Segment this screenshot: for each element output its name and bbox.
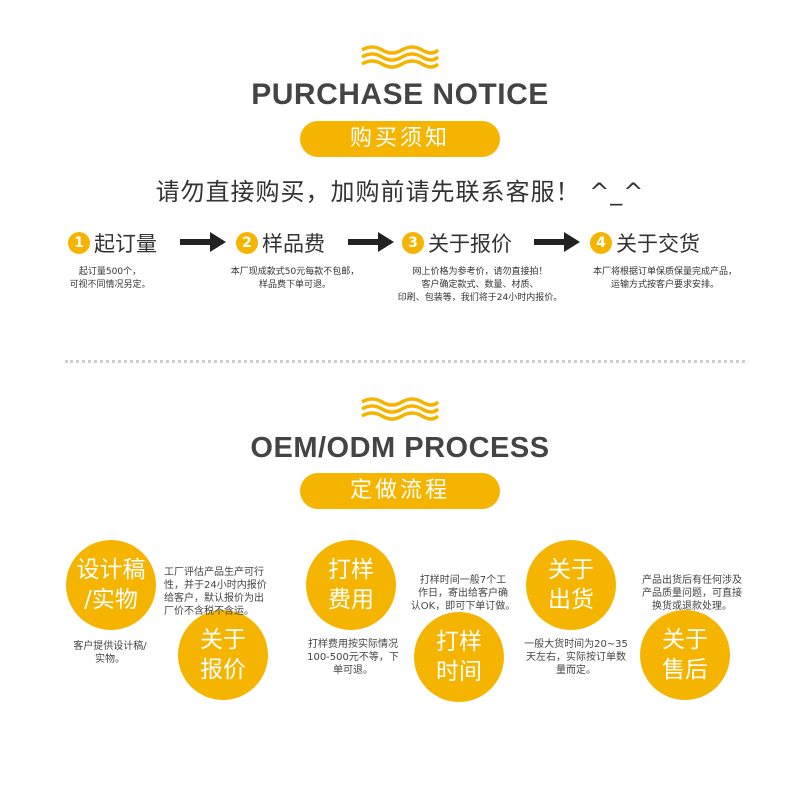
oem-process-pill: 定做流程 (300, 473, 500, 509)
arrow-right-icon (534, 232, 580, 252)
step-3-label: 关于报价 (428, 232, 512, 256)
step-3-number-icon: 3 (402, 232, 424, 254)
section-divider (65, 360, 745, 363)
step-4-number-icon: 4 (590, 232, 612, 254)
process-circle-after-sales: 关于 售后 (640, 610, 730, 700)
process-note-design: 客户提供设计稿/ 实物。 (73, 641, 147, 665)
process-note-quote: 工厂评估产品生产可行 性，并于24小时内报价 给客户，默认报价为出 厂价不含税不… (164, 567, 267, 617)
step-1-description: 起订量500个， 可视不同情况另定。 (69, 267, 151, 290)
arrow-right-icon (180, 232, 226, 252)
step-4-description: 本厂将根据订单保质保量完成产品， 运输方式按客户要求安排。 (592, 267, 737, 290)
process-note-sample-time: 打样时间一般7个工 作日，寄出给客户确 认OK，即可下单订做。 (410, 575, 516, 612)
arrow-right-icon (348, 232, 394, 252)
step-2-number-icon: 2 (236, 232, 258, 254)
step-2-label: 样品费 (262, 232, 325, 256)
process-circle-quote: 关于 报价 (178, 610, 268, 700)
step-4-label: 关于交货 (616, 232, 700, 256)
process-circle-shipping: 关于 出货 (526, 540, 616, 630)
wave-ornament-icon (361, 45, 440, 69)
step-3-description: 网上价格为参考价，请勿直接拍！ 客户确定款式、数量、材质、 印刷、包装等，我们将… (397, 267, 563, 303)
step-1-label: 起订量 (94, 232, 157, 256)
purchase-subtitle: 请勿直接购买，加购前请先联系客服！ ^_^ (155, 178, 645, 206)
step-1-title: 1 起订量 (68, 228, 157, 258)
step-2-title: 2 样品费 (236, 228, 325, 258)
step-1-number-icon: 1 (68, 232, 90, 254)
process-circle-design: 设计稿 /实物 (66, 540, 156, 630)
oem-process-heading: OEM/ODM PROCESS (250, 432, 550, 464)
step-3-title: 3 关于报价 (402, 228, 512, 258)
process-circle-sample-fee: 打样 费用 (306, 540, 396, 630)
step-2-description: 本厂现成款式50元每款不包邮， 样品费下单可退。 (230, 267, 360, 290)
process-note-shipping: 一般大货时间为20~35 天左右，实际按订单数 量而定。 (524, 639, 628, 676)
purchase-notice-heading: PURCHASE NOTICE (251, 78, 549, 111)
process-note-sample-fee: 打样费用按实际情况 100-500元不等，下 单可退。 (307, 639, 399, 676)
process-note-after-sales: 产品出货后有任何涉及 产品质量问题，可直接 换货或退款处理。 (642, 575, 742, 612)
process-circle-sample-time: 打样 时间 (414, 612, 504, 702)
purchase-notice-pill: 购买须知 (300, 121, 500, 157)
wave-ornament-icon (361, 397, 440, 421)
step-4-title: 4 关于交货 (590, 228, 700, 258)
